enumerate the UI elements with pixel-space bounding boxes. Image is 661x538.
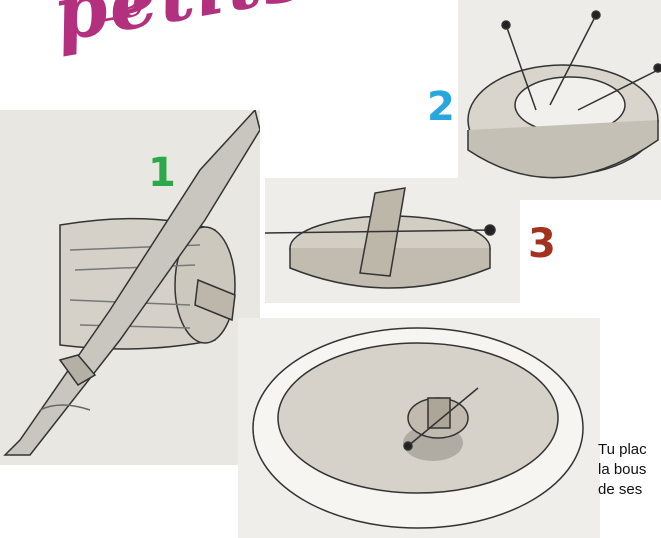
caption-line: Tu plac (598, 440, 661, 460)
step-number-1: 1 (148, 153, 176, 193)
caption-text: Tu plac la bous de ses (598, 440, 661, 500)
step-number-2: 2 (427, 87, 455, 127)
illustration-disc-needle (265, 178, 520, 303)
caption-line: de ses (598, 480, 661, 500)
illustration-plate-compass (238, 318, 600, 538)
step-number-3: 3 (528, 224, 556, 264)
caption-line: la bous (598, 460, 661, 480)
illustration-ring-needles (458, 0, 661, 200)
illustration-knife-cork (0, 110, 260, 465)
